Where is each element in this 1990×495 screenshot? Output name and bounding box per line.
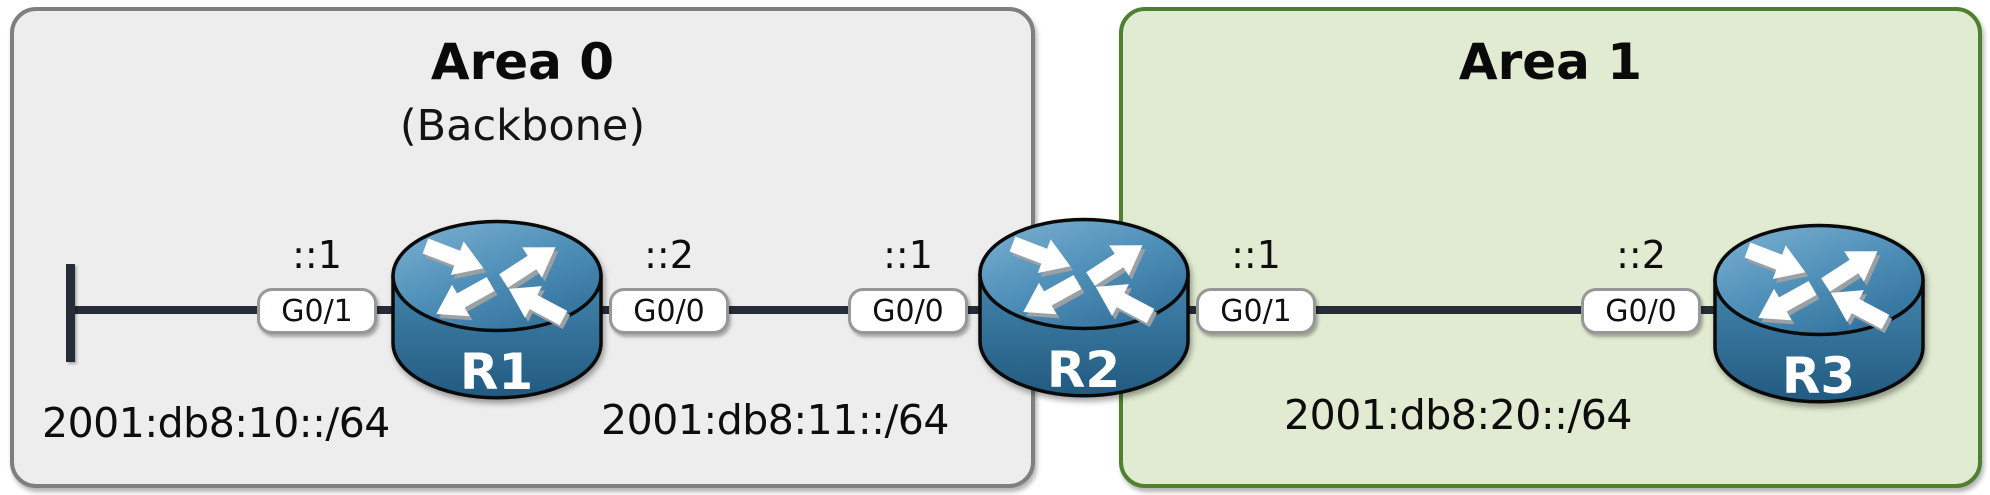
router-icon-r3: R3 (1713, 223, 1925, 405)
address-suffix-r1-g01: ::1 (292, 233, 342, 277)
interface-label-r1-g01: G0/1 (257, 288, 377, 334)
area0-backbone-box: Area 0 (Backbone) (10, 7, 1035, 488)
area0-subtitle: (Backbone) (399, 101, 646, 151)
area0-title: Area 0 (430, 33, 615, 91)
interface-label-r1-g00: G0/0 (609, 288, 729, 334)
router-icon-r2: R2 (978, 217, 1190, 399)
interface-label-r3-g00: G0/0 (1581, 288, 1701, 334)
router-label: R3 (1782, 347, 1855, 405)
address-suffix-r2-g00: ::1 (883, 233, 933, 277)
network-prefix-lan: 2001:db8:10::/64 (42, 399, 390, 447)
area1-title: Area 1 (1458, 33, 1643, 91)
interface-label-r2-g01: G0/1 (1196, 288, 1316, 334)
router-label: R1 (460, 343, 533, 401)
router-icon-r1: R1 (391, 219, 603, 401)
interface-label-r2-g00: G0/0 (848, 288, 968, 334)
network-prefix-r2-r3: 2001:db8:20::/64 (1284, 391, 1632, 439)
lan-segment-stub (66, 264, 75, 362)
address-suffix-r3-g00: ::2 (1616, 233, 1666, 277)
address-suffix-r1-g00: ::2 (644, 233, 694, 277)
network-prefix-r1-r2: 2001:db8:11::/64 (601, 396, 949, 444)
address-suffix-r2-g01: ::1 (1231, 233, 1281, 277)
router-label: R2 (1047, 341, 1120, 399)
